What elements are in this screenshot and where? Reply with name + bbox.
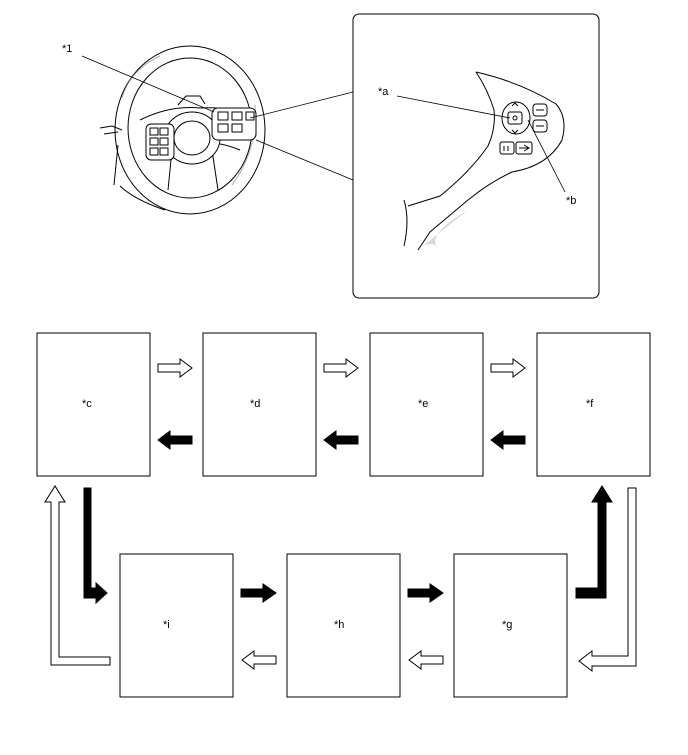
arrows-top-hollow <box>157 358 526 378</box>
leader-line-b <box>527 119 566 193</box>
screen-box-e <box>369 332 484 477</box>
screen-label-f: *f <box>586 398 594 410</box>
arrow-e-to-d <box>323 430 359 450</box>
screen-label-h: *h <box>334 619 344 631</box>
leader-line-a <box>396 95 511 119</box>
screen-box-d <box>202 332 317 477</box>
arrow-h-to-g <box>407 583 444 603</box>
arrow-h-to-i <box>241 650 277 670</box>
screen-boxes <box>36 332 651 698</box>
arrow-i-to-h <box>240 583 277 603</box>
arrow-d-to-c <box>157 430 193 450</box>
screen-box-g <box>453 553 568 698</box>
leader-line-1 <box>81 55 215 113</box>
arrow-f-to-g <box>578 487 637 673</box>
arrows-bottom-hollow <box>241 650 444 670</box>
steering-wheel-illustration <box>99 45 266 215</box>
zoom-line-bottom <box>255 139 354 181</box>
screen-box-f <box>536 332 651 477</box>
label-switch-a: *a <box>378 86 389 98</box>
screen-box-h <box>286 553 401 698</box>
screen-label-e: *e <box>418 398 428 410</box>
screen-label-d: *d <box>250 398 260 410</box>
arrow-c-to-d <box>157 358 193 378</box>
screen-box-i <box>119 553 234 698</box>
screen-label-g: *g <box>502 619 512 631</box>
arrows-top-filled <box>157 430 526 450</box>
label-steering-wheel: *1 <box>62 43 72 55</box>
arrow-g-to-f <box>575 485 613 599</box>
switch-detail-illustration <box>403 71 565 251</box>
arrow-f-to-e <box>490 430 526 450</box>
label-switch-b: *b <box>566 195 576 207</box>
arrow-i-to-c <box>44 485 111 666</box>
arrow-g-to-h <box>408 650 444 670</box>
arrow-c-to-i <box>83 487 108 605</box>
zoom-line-top <box>249 91 354 119</box>
screen-box-c <box>36 332 151 477</box>
screen-label-i: *i <box>163 619 170 631</box>
arrows-bottom-filled <box>240 583 444 603</box>
arrow-e-to-f <box>490 358 526 378</box>
screen-label-c: *c <box>82 398 92 410</box>
arrow-d-to-e <box>323 358 359 378</box>
